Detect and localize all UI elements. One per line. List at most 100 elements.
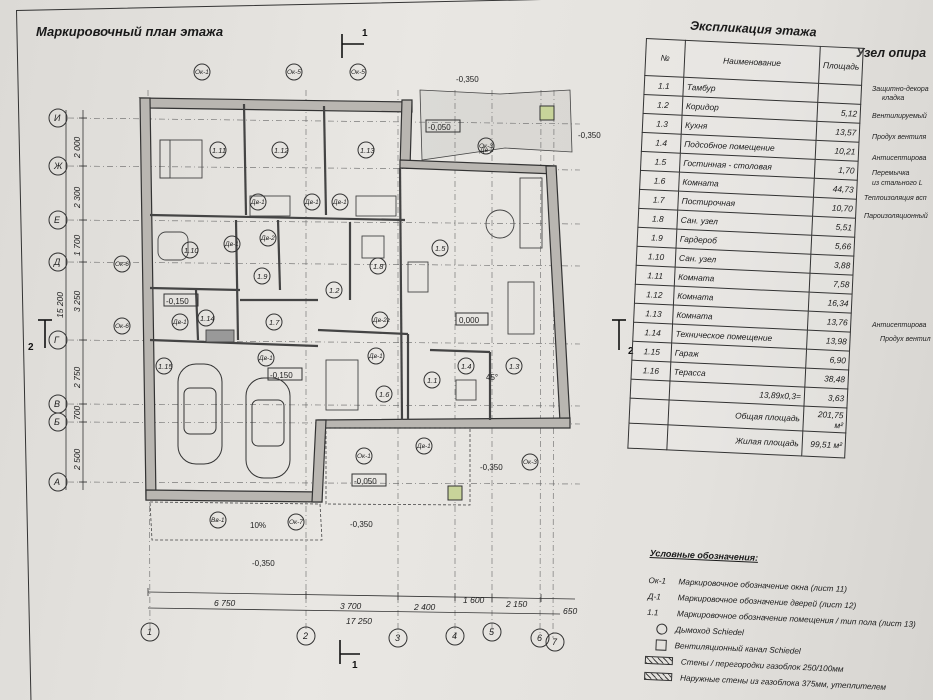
room-label: 1.4 xyxy=(461,362,471,371)
side-note: Антисептирова xyxy=(872,322,927,329)
cell-num: 1.4 xyxy=(641,132,682,154)
terrace xyxy=(149,89,573,541)
level-mark: -0,050 xyxy=(354,477,377,486)
dimension-total: 17 250 xyxy=(346,616,372,626)
floor-plan: И Ж Е Д Г В Б А 1 2 3 4 5 6 7 xyxy=(28,28,634,671)
cell-area: 16,34 xyxy=(808,292,853,314)
side-note: Антисептирова xyxy=(872,155,927,162)
room-label: 1.12 xyxy=(274,146,289,155)
cell-num: 1.6 xyxy=(639,170,680,192)
window-label: Ок-3 xyxy=(523,459,537,466)
cell-area: 10,70 xyxy=(812,197,857,219)
door-label: Дв-1 xyxy=(224,241,239,248)
dimension-label: 2 500 xyxy=(72,448,82,471)
chimney-icon xyxy=(656,622,668,635)
cell-num: 1.1 xyxy=(643,75,684,97)
room-label: 1.13 xyxy=(360,146,375,155)
row-axis-label: Б xyxy=(54,417,60,427)
car-icon xyxy=(177,363,223,465)
cell-num: 1.14 xyxy=(632,322,673,343)
window-label: Ок-5 xyxy=(351,69,365,76)
legend-code: Ок-1 xyxy=(648,575,667,586)
door-label: Дв-1 xyxy=(368,353,383,360)
cell-num: 1.11 xyxy=(635,265,676,287)
cell-area: 3,88 xyxy=(810,254,855,276)
cell-area: 13,76 xyxy=(807,311,852,333)
cell-area: 38,48 xyxy=(804,368,850,390)
cell-num: 1.5 xyxy=(640,151,681,173)
dimension-label: 1 600 xyxy=(463,595,485,605)
window-label: Ок-3 xyxy=(479,143,493,150)
cell-num: 1.9 xyxy=(637,227,677,249)
cell-num: 1.16 xyxy=(631,360,671,381)
row-axis-label: Ж xyxy=(53,161,63,171)
cell-num: 1.15 xyxy=(631,341,672,362)
room-label: 1.11 xyxy=(212,146,226,155)
door-label: Дв-2г xyxy=(372,317,391,324)
door-label: Дв-1 xyxy=(250,199,265,206)
column-axis-label: 1 xyxy=(147,627,152,637)
level-mark: -0,150 xyxy=(166,297,189,306)
angle-label: 45° xyxy=(486,373,498,382)
cell-area: 13,98 xyxy=(806,330,851,352)
dimension-label: 2 300 xyxy=(72,186,82,209)
window-label: Ок-6 xyxy=(115,323,129,330)
cell-num: 1.7 xyxy=(638,189,679,211)
door-label: Дв-1 xyxy=(258,355,273,362)
room-markers: 1.11 1.12 1.13 1.10 1.9 1.8 1.5 1.2 1.14… xyxy=(155,141,523,403)
dimension-label: 3 700 xyxy=(340,601,362,611)
row-axis-label: А xyxy=(53,477,60,487)
section-label: 2 xyxy=(628,346,634,357)
side-note: кладка xyxy=(882,95,905,102)
section-label: 2 xyxy=(28,342,34,353)
legend-text: Дымоход Schiedel xyxy=(675,624,745,637)
room-label: 1.6 xyxy=(379,390,390,399)
door-label: Дв-1 xyxy=(332,199,347,206)
column-axis-label: 2 xyxy=(302,631,308,641)
door-markers: Дв-1 Дв-1 Дв-1 Дв-2 Дв-1 Дв-1 Дв-2г Дв-1… xyxy=(171,147,494,529)
dimension-label: 700 xyxy=(72,406,82,420)
door-label: Дв-1 xyxy=(416,443,431,450)
cell-num: 1.10 xyxy=(636,246,677,268)
level-mark: -0,350 xyxy=(456,75,479,84)
cell-area: 13,57 xyxy=(816,121,861,143)
column-axis-label: 3 xyxy=(395,633,400,643)
level-mark: -0,350 xyxy=(480,463,503,472)
cell-num: 1.3 xyxy=(642,113,683,135)
side-note: Пароизоляционный xyxy=(864,213,928,220)
bottom-dimension-chain xyxy=(147,588,576,615)
dimension-label: 1 700 xyxy=(72,234,82,256)
room-label: 1.2 xyxy=(329,286,340,295)
table-header: Наименование xyxy=(683,40,821,84)
dimension-label: 15 200 xyxy=(55,292,65,318)
cell-num: 1.2 xyxy=(643,94,683,116)
dimension-label: 2 150 xyxy=(505,599,528,609)
room-label: 1.15 xyxy=(158,362,173,371)
cell-area: 5,51 xyxy=(811,216,856,238)
furniture xyxy=(157,139,543,411)
level-mark: -0,350 xyxy=(350,520,373,529)
level-mark: -0,150 xyxy=(270,371,293,380)
door-label: Вв-1 xyxy=(211,517,225,524)
dimension-label: 2 000 xyxy=(72,136,82,159)
room-label: 1.7 xyxy=(269,318,280,327)
window-label: Ок-5 xyxy=(287,69,301,76)
cell-num: 1.12 xyxy=(634,284,675,306)
dimension-label: 6 750 xyxy=(214,598,236,608)
living-label: Жилая площадь xyxy=(666,424,803,456)
room-label: 1.10 xyxy=(184,246,199,255)
side-note: Вентилируемый xyxy=(872,113,927,120)
side-note: Продух вентил xyxy=(880,336,931,343)
cell-area: 5,12 xyxy=(816,102,862,124)
side-note: Перемычка xyxy=(872,170,910,177)
column-axis-markers: 1 2 3 4 5 6 7 xyxy=(140,622,565,652)
room-label: 1.8 xyxy=(373,262,384,271)
section-markers: 1 1 2 2 xyxy=(28,28,634,671)
inner-partitions xyxy=(149,103,492,421)
wall-hatch-icon xyxy=(644,655,674,666)
section-label: 1 xyxy=(362,28,368,39)
cell-num xyxy=(630,379,670,400)
slope-label: 10% xyxy=(250,521,266,530)
door-label: Дв-2 xyxy=(260,235,275,242)
